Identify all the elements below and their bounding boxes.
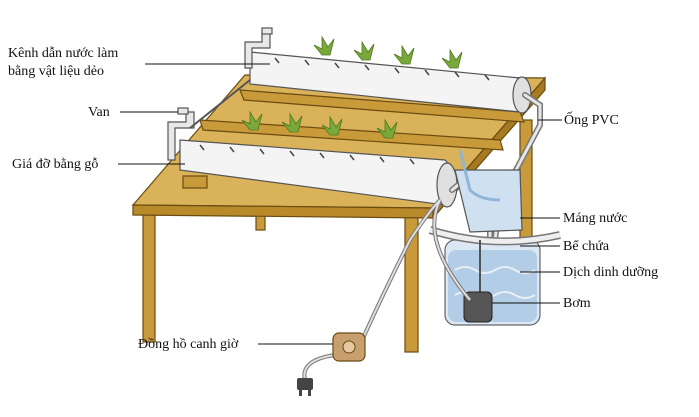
plastic-channels	[179, 51, 532, 208]
label-wood-support: Giá đỡ bằng gỗ	[12, 157, 99, 172]
pump	[463, 240, 493, 323]
timer	[332, 332, 366, 362]
label-timer: Đồng hồ canh giờ	[138, 337, 239, 352]
valves	[167, 27, 273, 161]
timer-cable-inner	[303, 199, 471, 381]
leader-lines	[118, 63, 562, 345]
label-pump: Bơm	[563, 296, 591, 311]
channel-holes	[199, 57, 490, 165]
label-channel-line2: bằng vật liệu dẻo	[8, 64, 105, 79]
plug	[297, 378, 313, 396]
label-valve: Van	[88, 105, 110, 120]
label-channel-line1: Kênh dẫn nước làm	[8, 46, 119, 61]
label-tank: Bể chứa	[563, 239, 610, 254]
water-trough	[454, 149, 523, 233]
label-water-trough: Máng nước	[563, 211, 628, 226]
tank	[428, 226, 561, 326]
plants	[241, 35, 463, 139]
label-pvc-pipe: Ống PVC	[564, 113, 619, 128]
label-nutrient-solution: Dịch dinh dưỡng	[563, 265, 659, 280]
